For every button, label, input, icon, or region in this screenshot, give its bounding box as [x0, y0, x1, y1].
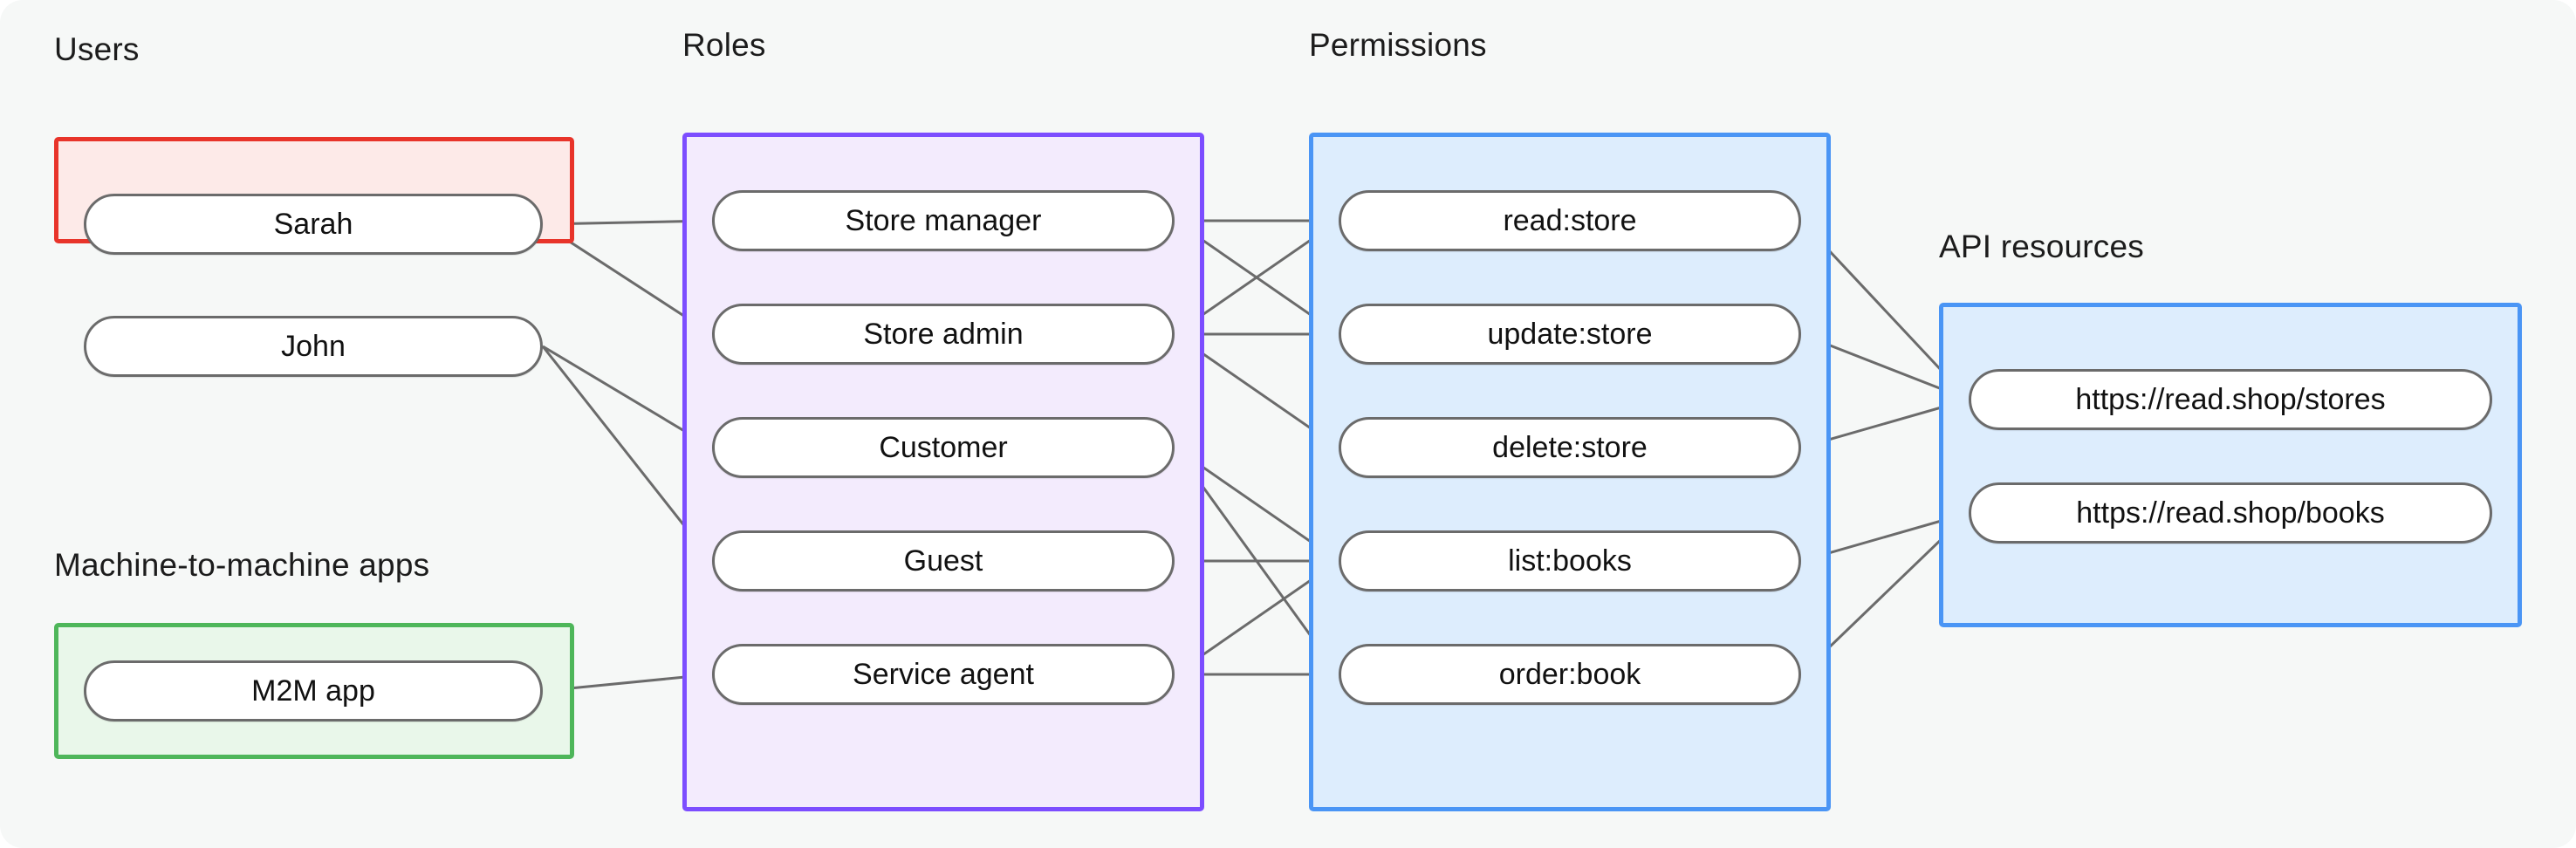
node-list-books[interactable]: list:books [1339, 530, 1801, 592]
node-service-agent[interactable]: Service agent [712, 644, 1175, 705]
group-box-api-resources [1939, 303, 2522, 627]
node-label: Service agent [853, 657, 1034, 691]
node-read-store[interactable]: read:store [1339, 190, 1801, 251]
group-label-users: Users [54, 31, 140, 67]
node-customer[interactable]: Customer [712, 417, 1175, 478]
node-order-book[interactable]: order:book [1339, 644, 1801, 705]
node-label: https://read.shop/books [2076, 496, 2385, 530]
node-guest[interactable]: Guest [712, 530, 1175, 592]
node-sarah[interactable]: Sarah [84, 194, 543, 255]
node-label: Guest [903, 544, 983, 578]
node-label: Store admin [863, 317, 1024, 351]
node-update-store[interactable]: update:store [1339, 304, 1801, 365]
node-delete-store[interactable]: delete:store [1339, 417, 1801, 478]
node-label: update:store [1487, 317, 1653, 351]
group-label-api-resources: API resources [1939, 229, 2144, 264]
node-label: John [281, 329, 346, 363]
group-label-roles: Roles [682, 27, 766, 63]
node-label: list:books [1508, 544, 1632, 578]
node-label: https://read.shop/stores [2075, 382, 2386, 416]
node-label: Customer [879, 430, 1008, 464]
node-m2mapp[interactable]: M2M app [84, 660, 543, 721]
node-store-admin[interactable]: Store admin [712, 304, 1175, 365]
node-res-books[interactable]: https://read.shop/books [1969, 482, 2492, 544]
node-john[interactable]: John [84, 316, 543, 377]
node-label: Sarah [273, 207, 353, 241]
node-store-manager[interactable]: Store manager [712, 190, 1175, 251]
node-label: Store manager [845, 203, 1042, 237]
group-label-permissions: Permissions [1309, 27, 1487, 63]
node-label: read:store [1503, 203, 1637, 237]
node-label: delete:store [1492, 430, 1648, 464]
node-res-stores[interactable]: https://read.shop/stores [1969, 369, 2492, 430]
group-label-m2m: Machine-to-machine apps [54, 547, 430, 583]
node-label: M2M app [251, 674, 375, 708]
node-label: order:book [1498, 657, 1641, 691]
